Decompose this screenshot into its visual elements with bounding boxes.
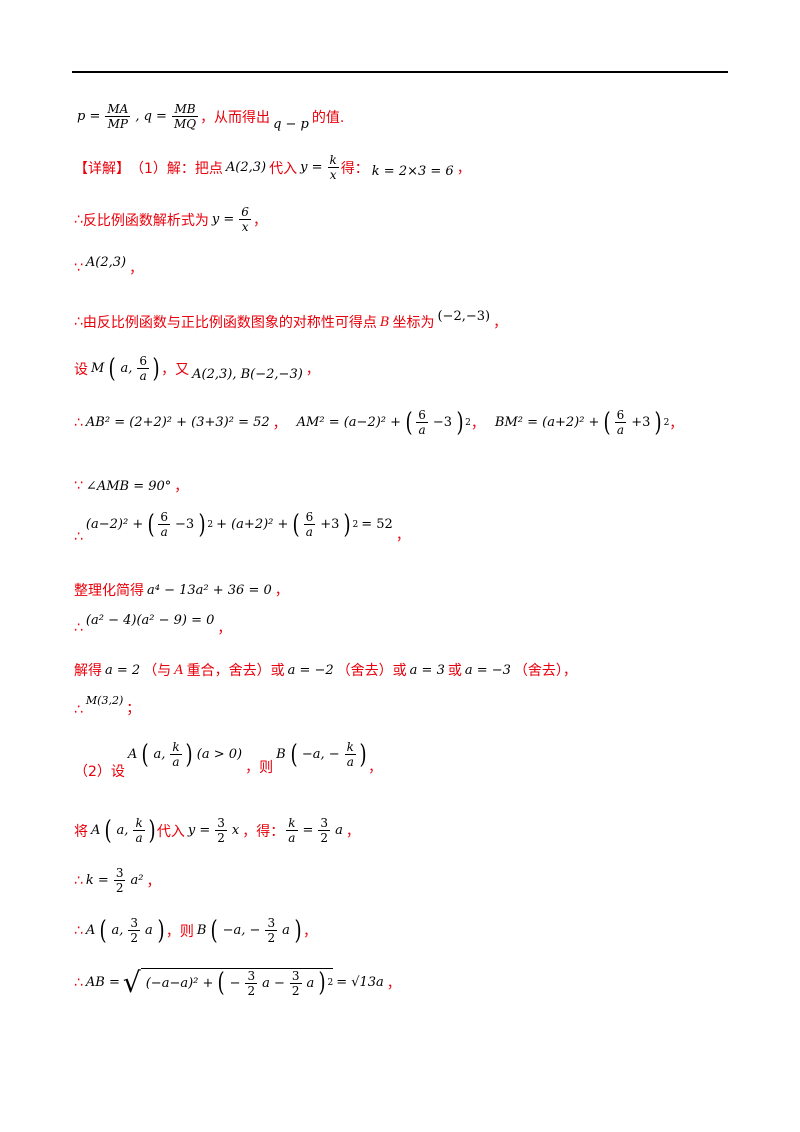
line-7: ∴ AB² = (2+2)² + (3+3)² = 52 ， AM² = (a−… (74, 407, 684, 438)
line-10: 整理化简得 a⁴ − 13a² + 36 = 0 ， (74, 582, 289, 600)
line-11: ∴ (a² − 4)(a² − 9) = 0 ， (74, 612, 232, 638)
line-13: ∴ M(3,2) ； (74, 693, 141, 719)
math-p: p = (77, 109, 101, 124)
header-rule (72, 71, 728, 73)
line-12: 解得 a = 2 （与 A 重合，舍去）或 a = −2 （舍去）或 a = 3… (74, 662, 577, 680)
line-5: ∴ 由反比例函数与正比例函数图象的对称性可得点 B 坐标为 (−2,−3) ， (74, 308, 508, 332)
detail-tag: 【详解】 (74, 160, 130, 177)
line-4: ∵ A(2,3) ， (74, 254, 144, 278)
line-8: ∵ ∠AMB = 90° ， (74, 478, 189, 495)
